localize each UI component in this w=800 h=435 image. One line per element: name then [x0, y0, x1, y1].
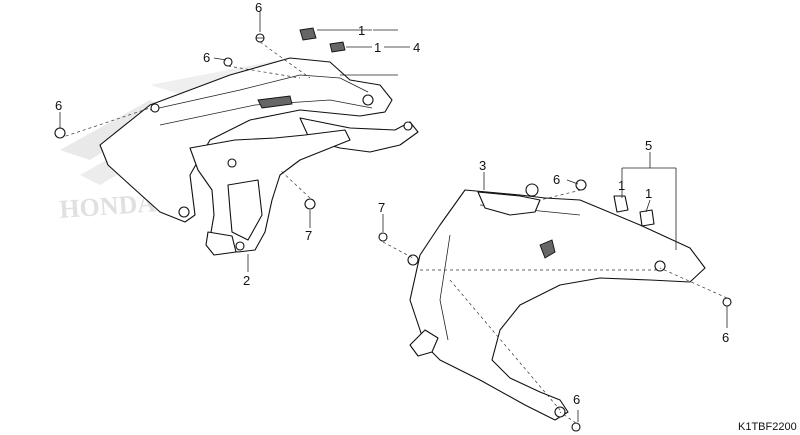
clip-parts [299, 27, 655, 227]
right-lower-cowl [407, 183, 706, 421]
screw-right-7 [378, 232, 388, 242]
callout-7-right: 7 [378, 200, 385, 215]
assembly-lines [59, 41, 728, 424]
callout-6-left-far: 6 [55, 98, 62, 113]
screw-left-7 [304, 198, 316, 210]
bolt-right-top [575, 179, 587, 191]
callout-1-group5-left: 1 [618, 178, 625, 193]
callout-4: 4 [413, 40, 420, 55]
bolt-right-side [722, 297, 732, 307]
callout-7-left: 7 [305, 228, 312, 243]
callout-6-top: 6 [255, 0, 262, 15]
callout-6-right-top: 6 [553, 172, 560, 187]
bolt-right-bottom [571, 422, 581, 432]
callout-2: 2 [243, 273, 250, 288]
callout-1-top: 1 [358, 23, 365, 38]
leader-lines [59, 12, 728, 422]
callout-1-group5-right: 1 [645, 186, 652, 201]
callout-3: 3 [479, 158, 486, 173]
bolt-left-mid [223, 57, 233, 67]
callout-1-second: 1 [374, 40, 381, 55]
left-inner-cowl [99, 57, 419, 223]
bolt-top-left [255, 33, 265, 43]
bolt-left-far [54, 127, 66, 139]
drawing-code: K1TBF2200 [738, 421, 797, 433]
callout-6-right-bottom: 6 [573, 392, 580, 407]
left-lower-panel [189, 129, 351, 256]
callout-6-left-mid: 6 [203, 50, 210, 65]
callout-5: 5 [645, 138, 652, 153]
callout-6-right-side: 6 [722, 330, 729, 345]
